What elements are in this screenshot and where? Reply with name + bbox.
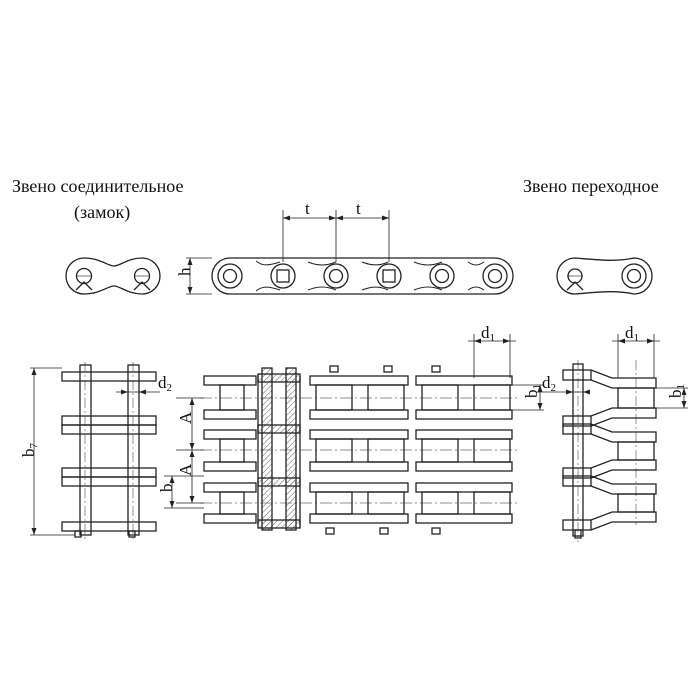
connecting-link-subtitle: (замок) (74, 202, 131, 222)
d1-label-right: d1 (625, 323, 639, 344)
d2-label-right: d2 (542, 373, 556, 394)
pitch-label-1: t (305, 199, 310, 218)
offset-link-side-view (556, 257, 653, 295)
offset-link-top-view (536, 334, 688, 542)
d2-label-left: d2 (158, 373, 172, 394)
b-label: b (157, 484, 176, 493)
triple-chain-top-view (164, 334, 544, 535)
offset-link-title: Звено переходное (523, 176, 659, 196)
connecting-link-title: Звено соединительное (12, 176, 184, 196)
d1-label-middle: d1 (481, 323, 495, 344)
pitch-label-2: t (356, 199, 361, 218)
b1-label-right: b1 (666, 384, 687, 398)
pitch-A-label-2: A (176, 463, 195, 476)
pitch-A-label-1: A (176, 411, 195, 424)
b7-label: b7 (19, 443, 40, 458)
b1-label-middle: b1 (522, 384, 543, 398)
connecting-link-side-view (65, 257, 161, 295)
connecting-link-top-view (30, 362, 160, 540)
height-label: h (175, 267, 194, 276)
chain-side-view (186, 210, 514, 295)
